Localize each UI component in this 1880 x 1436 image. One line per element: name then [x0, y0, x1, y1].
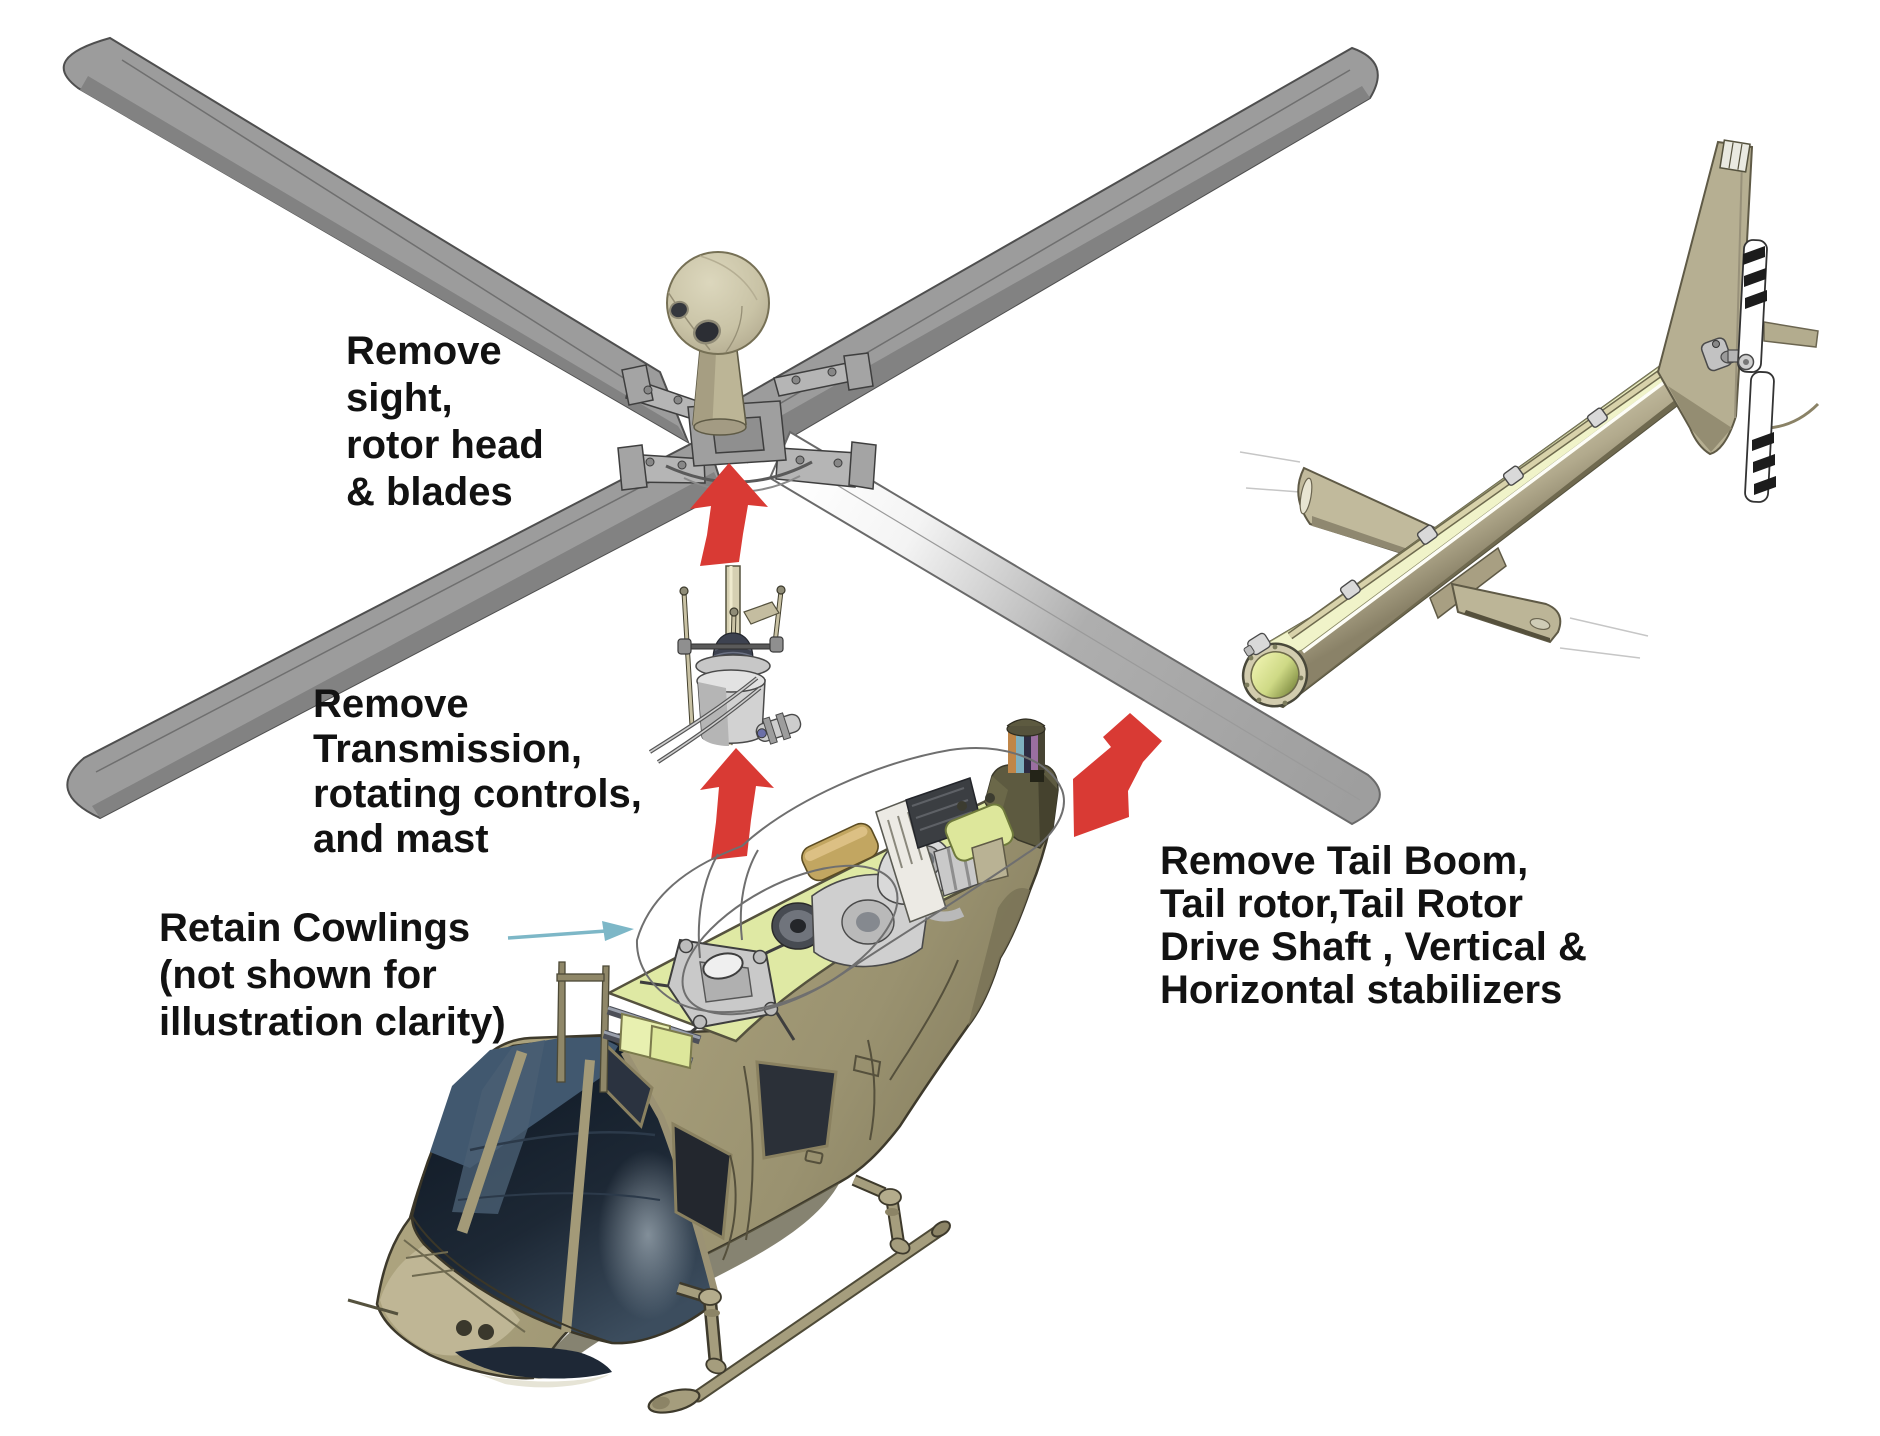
svg-text:(not shown for: (not shown for — [159, 953, 437, 997]
svg-text:Horizontal stabilizers: Horizontal stabilizers — [1160, 968, 1562, 1012]
svg-text:Tail rotor,Tail Rotor: Tail rotor,Tail Rotor — [1160, 882, 1523, 926]
svg-text:Retain Cowlings: Retain Cowlings — [159, 906, 470, 950]
svg-text:Remove: Remove — [346, 329, 502, 373]
svg-text:Remove Tail Boom,: Remove Tail Boom, — [1160, 839, 1528, 883]
svg-text:Drive Shaft , Vertical &: Drive Shaft , Vertical & — [1160, 925, 1587, 969]
svg-text:rotating controls,: rotating controls, — [313, 772, 642, 816]
svg-text:Remove: Remove — [313, 682, 469, 726]
svg-text:sight,: sight, — [346, 376, 453, 420]
svg-text:and mast: and mast — [313, 817, 489, 861]
svg-text:illustration clarity): illustration clarity) — [159, 1000, 506, 1044]
svg-text:Transmission,: Transmission, — [313, 727, 582, 771]
svg-text:rotor head: rotor head — [346, 423, 544, 467]
svg-text:& blades: & blades — [346, 470, 513, 514]
